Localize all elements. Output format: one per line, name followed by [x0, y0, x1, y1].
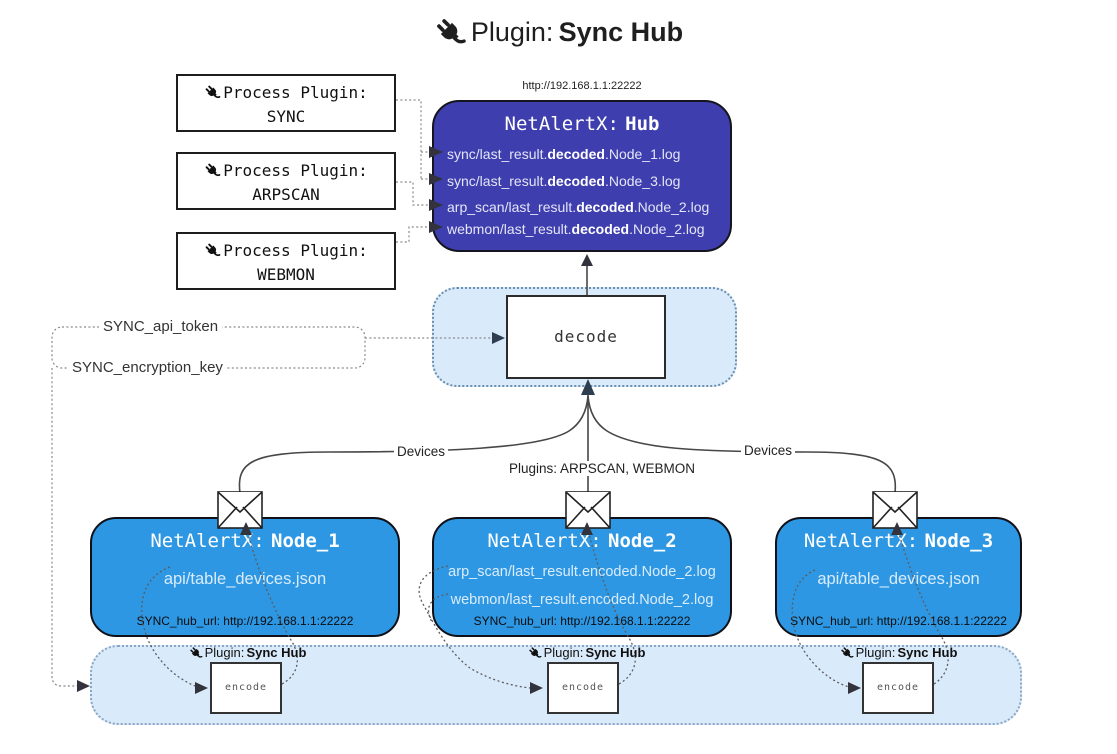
encode-box: encode — [862, 662, 934, 714]
process-plugin-name: SYNC — [266, 107, 306, 126]
sync-encryption-key-label: SYNC_encryption_key — [68, 359, 227, 376]
decode-box: decode — [506, 295, 666, 379]
process-plugin-box-webmon: Process Plugin: WEBMON — [176, 232, 396, 290]
node-file: api/table_devices.json — [163, 570, 327, 588]
band-plugin-label: Plugin:Sync Hub — [165, 645, 330, 660]
plug-icon — [189, 646, 203, 660]
hub-title: NetAlertX: Hub — [434, 113, 730, 135]
process-plugin-box-arpscan: Process Plugin: ARPSCAN — [176, 152, 396, 210]
node-hub-url: SYNC_hub_url: http://192.168.1.1:22222 — [136, 614, 354, 628]
hub-log-line: arp_scan/last_result.decoded.Node_2.log — [447, 199, 710, 215]
settings-connectors — [51, 326, 505, 692]
page-title-label: Plugin: — [470, 17, 554, 47]
encode-box: encode — [547, 662, 619, 714]
encode-box: encode — [210, 662, 282, 714]
plug-icon — [528, 646, 542, 660]
node-box-node-1: NetAlertX:Node_1 api/table_devices.json … — [90, 517, 400, 637]
page-title-name: Sync Hub — [558, 17, 684, 47]
sync-api-token-label: SYNC_api_token — [99, 318, 223, 335]
process-plugin-box-sync: Process Plugin: SYNC — [176, 74, 396, 132]
plug-icon — [840, 646, 854, 660]
edge-label-devices-left: Devices — [394, 444, 449, 459]
hub-log-line: sync/last_result.decoded.Node_1.log — [447, 146, 681, 162]
process-plugin-name: ARPSCAN — [252, 185, 320, 204]
hub-box: NetAlertX: Hub sync/last_result.decoded.N… — [432, 100, 732, 252]
plug-icon — [204, 242, 221, 259]
edge-label-plugins: Plugins: ARPSCAN, WEBMON — [506, 461, 699, 476]
plug-icon — [204, 84, 221, 101]
node-title: NetAlertX:Node_2 — [487, 530, 677, 552]
plug-icon — [434, 16, 467, 49]
band-plugin-label: Plugin:Sync Hub — [816, 645, 981, 660]
node-hub-url: SYNC_hub_url: http://192.168.1.1:22222 — [790, 614, 1007, 628]
node-hub-url: SYNC_hub_url: http://192.168.1.1:22222 — [473, 614, 691, 628]
hub-title-label: NetAlertX: — [504, 113, 619, 135]
node-file: webmon/last_result.encoded.Node_2.log — [450, 592, 714, 608]
node-file: api/table_devices.json — [817, 570, 980, 588]
hub-log-line: webmon/last_result.decoded.Node_2.log — [447, 221, 705, 237]
band-plugin-label: Plugin:Sync Hub — [504, 645, 669, 660]
edge-label-devices-right: Devices — [741, 443, 796, 458]
node-box-node-3: NetAlertX:Node_3 api/table_devices.json … — [775, 517, 1022, 637]
process-plugin-name: WEBMON — [257, 265, 315, 284]
node-title: NetAlertX:Node_1 — [150, 530, 340, 552]
node-file: arp_scan/last_result.encoded.Node_2.log — [448, 564, 716, 580]
hub-url: http://192.168.1.1:22222 — [522, 80, 642, 92]
node-box-node-2: NetAlertX:Node_2 arp_scan/last_result.en… — [432, 517, 732, 637]
plug-icon — [204, 162, 221, 179]
node-title: NetAlertX:Node_3 — [803, 530, 994, 552]
page-title: Plugin:Sync Hub — [0, 16, 1117, 49]
hub-log-line: sync/last_result.decoded.Node_3.log — [447, 173, 681, 189]
hub-title-name: Hub — [625, 113, 660, 135]
